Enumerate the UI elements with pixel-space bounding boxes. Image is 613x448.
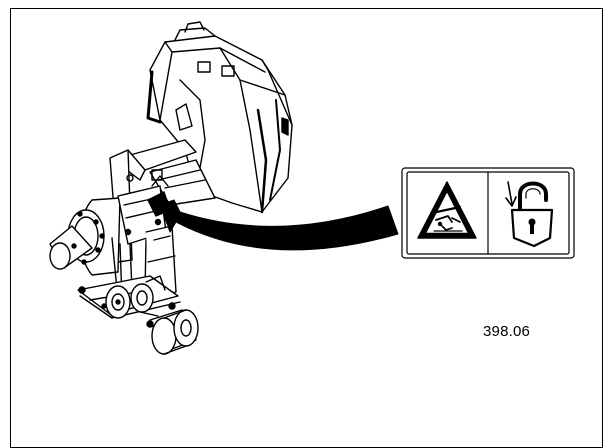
pointer-arrow: [159, 199, 399, 251]
safety-decal: [401, 167, 575, 259]
figure-id-label: 398.06: [483, 323, 531, 340]
machine-illustration: [49, 21, 575, 355]
blower-housing: [49, 197, 121, 276]
crush-hazard-warning-icon: [417, 181, 477, 239]
head-frame: [111, 169, 177, 301]
hopper-body: [146, 21, 293, 214]
carriage-wheels: [77, 275, 199, 355]
lockout-padlock-icon: [505, 181, 554, 248]
